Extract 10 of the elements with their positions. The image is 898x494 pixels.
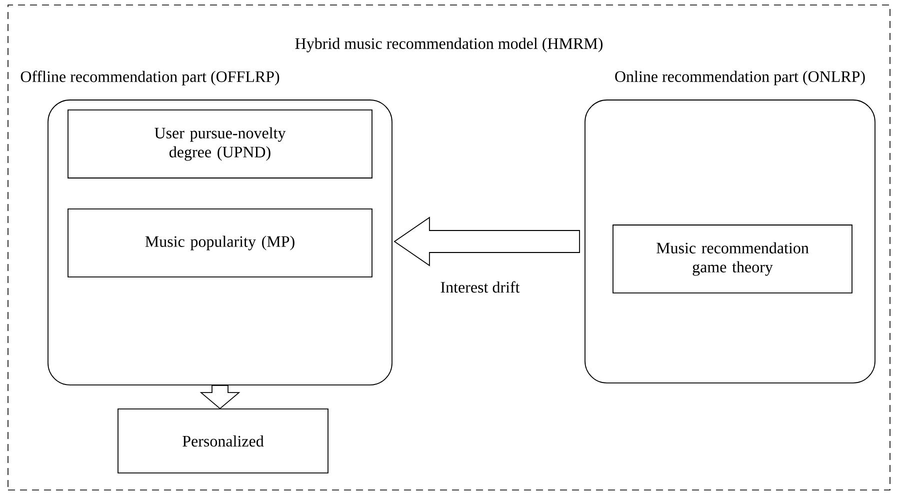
text-box: Music popularity (MP) <box>68 208 372 278</box>
text-box: Music recommendation game theory <box>612 224 852 294</box>
heading: Hybrid music recommendation model (HMRM) <box>295 38 603 52</box>
text-box: User pursue-novelty degree (UPND) <box>68 110 372 178</box>
edge-label: Interest drift <box>439 280 521 294</box>
block-arrow <box>200 384 240 410</box>
text-box: Personalized <box>118 408 328 474</box>
heading: Online recommendation part (ONLRP) <box>615 70 865 86</box>
block-arrow <box>394 216 580 266</box>
heading: Offline recommendation part (OFFLRP) <box>20 70 280 86</box>
